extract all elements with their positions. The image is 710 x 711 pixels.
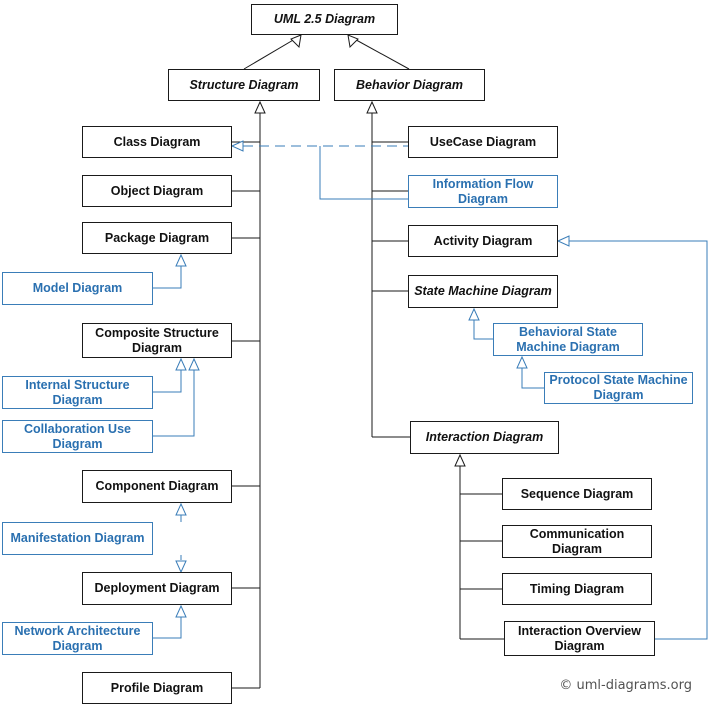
generalization-arrowhead <box>254 100 266 114</box>
generalization-arrowhead <box>454 453 466 467</box>
timing-diagram-node: Timing Diagram <box>502 573 652 605</box>
profile-diagram-node: Profile Diagram <box>82 672 232 704</box>
generalization-arrowhead <box>175 253 187 267</box>
internal-structure-diagram-node: Internal Structure Diagram <box>2 376 153 409</box>
deployment-diagram-node: Deployment Diagram <box>82 572 232 605</box>
extension-link-line <box>153 370 182 393</box>
structure-diagram-node: Structure Diagram <box>168 69 320 101</box>
extension-link-line <box>153 617 182 639</box>
behavioral-state-machine-diagram-node: Behavioral State Machine Diagram <box>493 323 643 356</box>
manifestation-diagram-node: Manifestation Diagram <box>2 522 153 555</box>
generalization-arrowhead <box>556 235 570 247</box>
protocol-state-machine-diagram-node: Protocol State Machine Diagram <box>544 372 693 404</box>
sequence-diagram-node: Sequence Diagram <box>502 478 652 510</box>
generalization-arrowhead <box>347 34 359 49</box>
component-diagram-node: Component Diagram <box>82 470 232 503</box>
information-flow-link-line <box>319 146 408 200</box>
generalization-arrowhead <box>468 307 480 321</box>
interaction-diagram-node: Interaction Diagram <box>410 421 559 454</box>
generalization-line <box>348 35 410 70</box>
composite-structure-diagram-node: Composite Structure Diagram <box>82 323 232 358</box>
behavior-diagram-node: Behavior Diagram <box>334 69 485 101</box>
generalization-line <box>243 35 301 70</box>
generalization-arrowhead <box>175 604 187 618</box>
generalization-arrowhead <box>175 502 187 516</box>
extension-link-line <box>153 370 195 437</box>
generalization-arrowhead <box>175 560 187 574</box>
generalization-arrowhead <box>188 357 200 371</box>
state-machine-diagram-node: State Machine Diagram <box>408 275 558 308</box>
generalization-arrowhead <box>175 357 187 371</box>
extension-link-line <box>473 320 493 340</box>
watermark-text: © uml-diagrams.org <box>559 678 692 693</box>
object-diagram-node: Object Diagram <box>82 175 232 207</box>
class-diagram-node: Class Diagram <box>82 126 232 158</box>
uml-diagram-node: UML 2.5 Diagram <box>251 4 398 35</box>
generalization-arrowhead <box>366 100 378 114</box>
package-diagram-node: Package Diagram <box>82 222 232 254</box>
activity-diagram-node: Activity Diagram <box>408 225 558 257</box>
information-flow-diagram-node: Information Flow Diagram <box>408 175 558 208</box>
interaction-overview-diagram-node: Interaction Overview Diagram <box>504 621 655 656</box>
generalization-arrowhead <box>516 355 528 369</box>
communication-diagram-node: Communication Diagram <box>502 525 652 558</box>
collaboration-use-diagram-node: Collaboration Use Diagram <box>2 420 153 453</box>
generalization-arrowhead <box>290 34 302 49</box>
model-diagram-node: Model Diagram <box>2 272 153 305</box>
usecase-diagram-node: UseCase Diagram <box>408 126 558 158</box>
extension-link-line <box>153 266 182 289</box>
extension-link-line <box>521 368 544 389</box>
network-architecture-diagram-node: Network Architecture Diagram <box>2 622 153 655</box>
extension-link-line <box>569 240 708 640</box>
